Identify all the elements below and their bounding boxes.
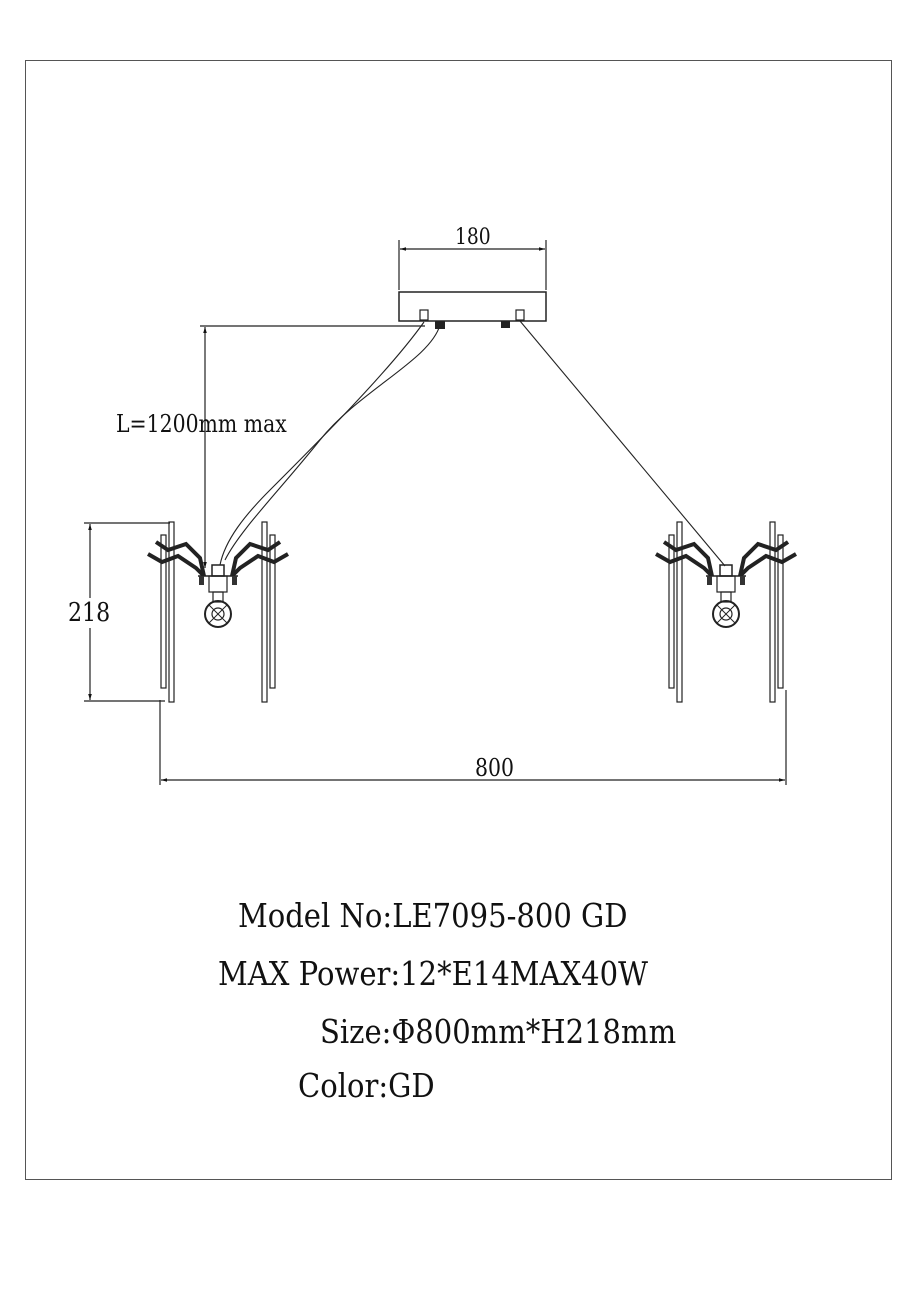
- size: Size:Φ800mm*H218mm: [320, 1012, 677, 1051]
- canopy: [398, 291, 547, 322]
- canopy-width-label: 180: [455, 225, 491, 250]
- drawing-frame: [25, 60, 892, 1180]
- max-power: MAX Power:12*E14MAX40W: [218, 954, 648, 993]
- color: Color:GD: [298, 1066, 435, 1105]
- cable-length-label: L=1200mm max: [116, 410, 287, 438]
- height-label: 218: [68, 598, 111, 628]
- model-number: Model No:LE7095-800 GD: [238, 896, 628, 935]
- diameter-label: 800: [475, 754, 514, 782]
